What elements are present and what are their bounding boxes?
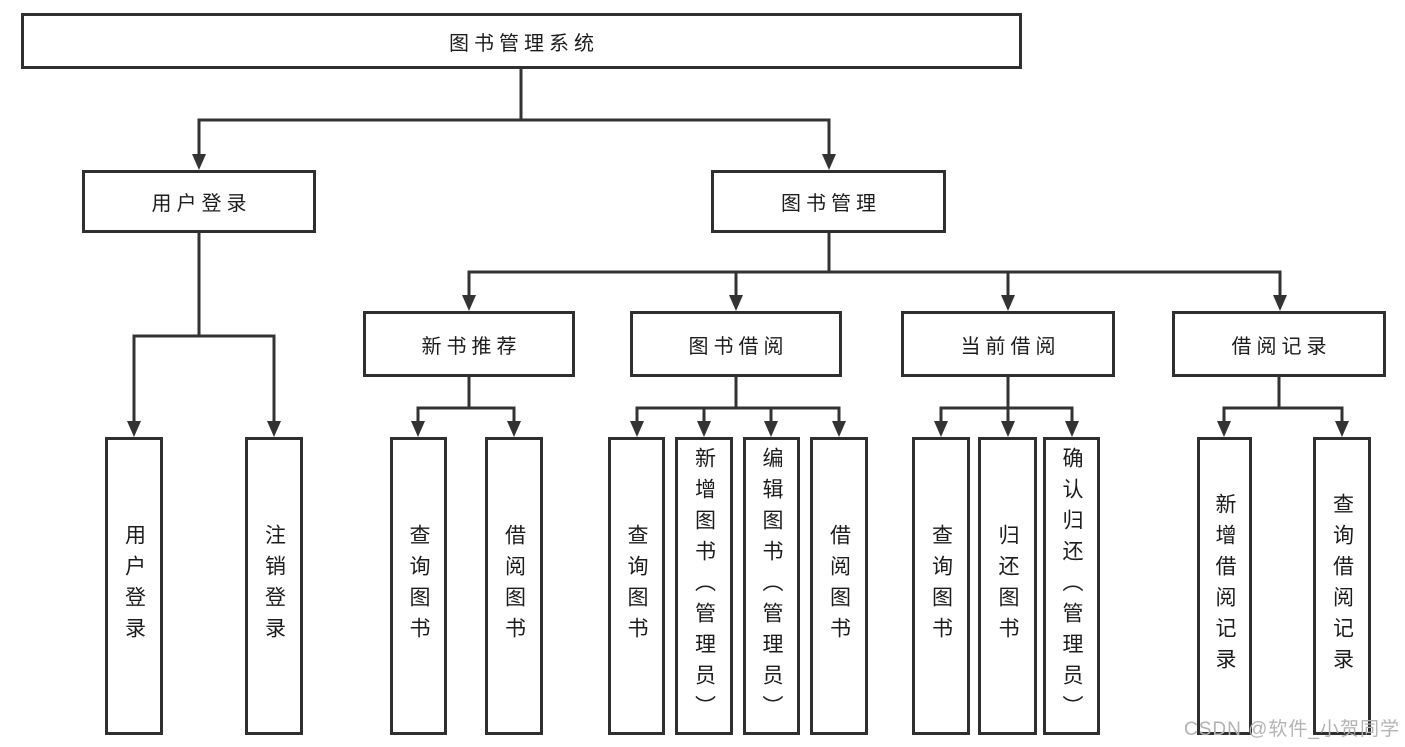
node-label: 新书推荐 bbox=[421, 335, 522, 358]
node-book-borrowing: 图书借阅 bbox=[630, 311, 842, 377]
node-borrowing-records: 借阅记录 bbox=[1172, 311, 1386, 377]
node-label: 借阅记录 bbox=[1231, 335, 1332, 358]
leaf-query-books-current: 查询图书 bbox=[912, 437, 970, 735]
node-label: 图书管理 bbox=[781, 193, 881, 215]
leaf-edit-books-admin: 编辑图书（管理员） bbox=[743, 437, 800, 735]
leaf-logout: 注销登录 bbox=[245, 437, 303, 735]
leaf-borrow-books: 借阅图书 bbox=[810, 437, 868, 735]
node-label: 当前借阅 bbox=[960, 335, 1061, 358]
node-library-system: 图书管理系统 bbox=[21, 13, 1022, 69]
node-new-book-recommend: 新书推荐 bbox=[363, 311, 575, 377]
leaf-label: 新增借阅记录 bbox=[1213, 493, 1236, 679]
leaf-query-books-recommend: 查询图书 bbox=[390, 437, 447, 735]
leaf-query-borrow-record: 查询借阅记录 bbox=[1313, 437, 1371, 735]
leaf-label: 归还图书 bbox=[996, 524, 1019, 648]
leaf-label: 借阅图书 bbox=[502, 524, 526, 648]
leaf-borrow-books-recommend: 借阅图书 bbox=[485, 437, 543, 735]
leaf-return-books: 归还图书 bbox=[978, 437, 1037, 735]
leaf-label: 编辑图书（管理员） bbox=[760, 446, 783, 726]
node-current-borrowing: 当前借阅 bbox=[901, 311, 1115, 377]
node-label: 图书借阅 bbox=[688, 335, 789, 358]
leaf-label: 用户登录 bbox=[122, 524, 146, 648]
leaf-user-login: 用户登录 bbox=[105, 437, 163, 735]
arrowheads bbox=[127, 154, 1349, 437]
leaf-label: 确认归还（管理员） bbox=[1060, 446, 1083, 726]
leaf-query-books-borrowing: 查询图书 bbox=[608, 437, 665, 735]
leaf-label: 查询图书 bbox=[625, 524, 648, 648]
node-label: 用户登录 bbox=[151, 193, 252, 215]
leaf-label: 查询图书 bbox=[407, 524, 430, 648]
leaf-add-borrow-record: 新增借阅记录 bbox=[1197, 437, 1252, 735]
node-book-management: 图书管理 bbox=[711, 170, 946, 233]
leaf-label: 注销登录 bbox=[262, 524, 286, 648]
leaf-label: 借阅图书 bbox=[827, 524, 851, 648]
leaf-confirm-return-admin: 确认归还（管理员） bbox=[1043, 437, 1100, 735]
leaf-add-books-admin: 新增图书（管理员） bbox=[675, 437, 733, 735]
node-label: 图书管理系统 bbox=[449, 32, 599, 55]
leaf-label: 新增图书（管理员） bbox=[692, 446, 716, 726]
watermark: CSDN @软件_小贺同学 bbox=[1184, 719, 1400, 740]
leaf-label: 查询借阅记录 bbox=[1330, 493, 1354, 679]
node-user-login: 用户登录 bbox=[82, 170, 316, 233]
leaf-label: 查询图书 bbox=[929, 524, 953, 648]
